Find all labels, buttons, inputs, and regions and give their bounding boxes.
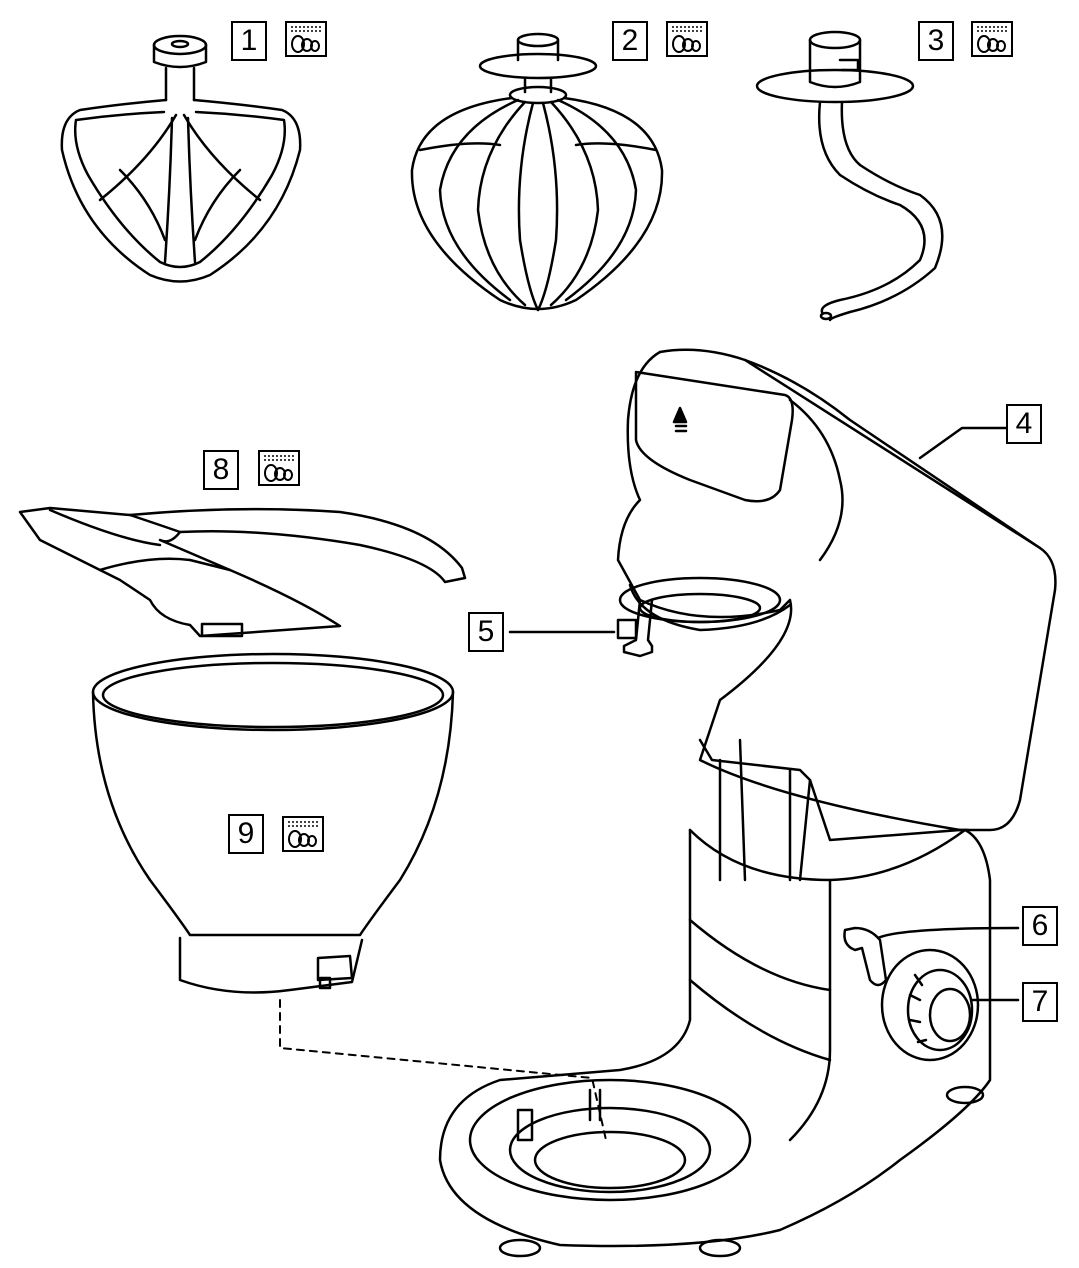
callout-2: 2 xyxy=(612,21,648,61)
callout-9: 9 xyxy=(228,814,264,854)
callout-3: 3 xyxy=(918,21,954,61)
callout-5: 5 xyxy=(468,612,504,652)
callout-1: 1 xyxy=(231,21,267,61)
callout-8: 8 xyxy=(203,450,239,490)
callout-7: 7 xyxy=(1022,982,1058,1022)
dishwasher-safe-icon xyxy=(666,21,708,57)
callout-4: 4 xyxy=(1006,404,1042,444)
balloon-whisk-drawing xyxy=(410,32,664,312)
mixing-bowl-drawing xyxy=(91,652,607,1141)
dishwasher-safe-icon xyxy=(282,816,324,852)
dishwasher-safe-icon xyxy=(971,21,1013,57)
flat-beater-drawing xyxy=(60,34,302,283)
pouring-shield-drawing xyxy=(18,506,467,638)
dough-hook-drawing xyxy=(755,30,944,322)
callout-6: 6 xyxy=(1022,906,1058,946)
dishwasher-safe-icon xyxy=(285,21,327,57)
dishwasher-safe-icon xyxy=(258,450,300,486)
mixer-body-drawing xyxy=(438,348,1057,1258)
